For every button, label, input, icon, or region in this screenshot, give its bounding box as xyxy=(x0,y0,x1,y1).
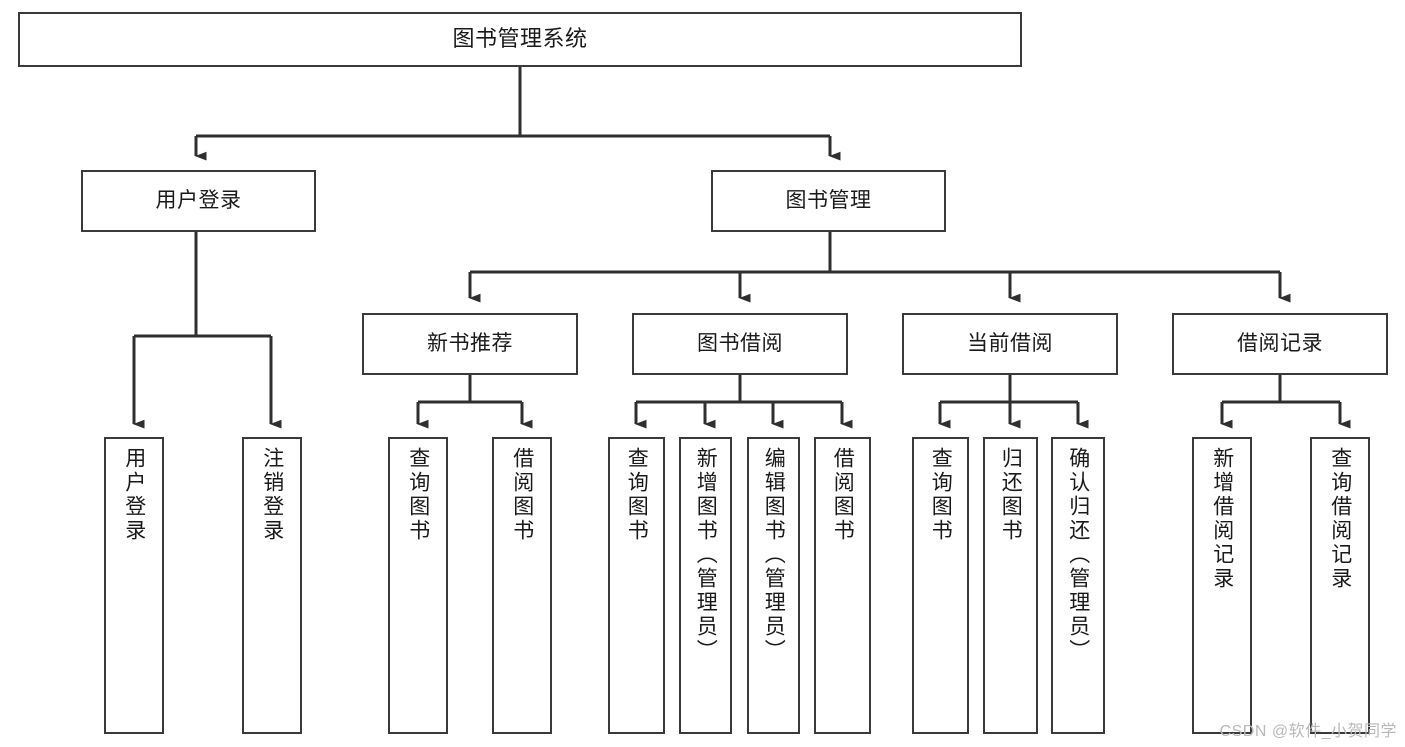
node-label: 图书借阅 xyxy=(697,331,783,355)
node-leaf-borrow-book-borrow[interactable]: 借阅图书 xyxy=(814,437,871,734)
node-book-management[interactable]: 图书管理 xyxy=(711,170,946,232)
node-leaf-query-book-borrow[interactable]: 查询图书 xyxy=(608,437,665,734)
node-leaf-add-borrow-record[interactable]: 新增借阅记录 xyxy=(1192,437,1252,734)
node-label: 新增图书（管理员） xyxy=(694,447,718,663)
node-book-borrow[interactable]: 图书借阅 xyxy=(632,313,848,375)
node-current-borrow[interactable]: 当前借阅 xyxy=(902,313,1118,375)
node-leaf-return-book[interactable]: 归还图书 xyxy=(983,437,1038,734)
node-leaf-confirm-return-admin[interactable]: 确认归还（管理员） xyxy=(1051,437,1105,734)
node-leaf-borrow-book-recommend[interactable]: 借阅图书 xyxy=(492,437,552,734)
node-label: 查询借阅记录 xyxy=(1328,447,1352,591)
node-leaf-add-book-admin[interactable]: 新增图书（管理员） xyxy=(679,437,732,734)
node-label: 确认归还（管理员） xyxy=(1066,447,1090,663)
node-leaf-query-book-current[interactable]: 查询图书 xyxy=(912,437,969,734)
node-borrow-record[interactable]: 借阅记录 xyxy=(1172,313,1388,375)
node-label: 图书管理系统 xyxy=(452,26,588,52)
node-label: 借阅记录 xyxy=(1237,331,1323,355)
node-new-book-recommend[interactable]: 新书推荐 xyxy=(362,313,578,375)
node-label: 借阅图书 xyxy=(510,447,534,543)
node-label: 查询图书 xyxy=(406,447,430,543)
node-label: 借阅图书 xyxy=(831,447,855,543)
node-label: 用户登录 xyxy=(155,188,242,212)
node-label: 新增借阅记录 xyxy=(1210,447,1234,591)
node-label: 注销登录 xyxy=(260,447,284,543)
node-leaf-query-book-recommend[interactable]: 查询图书 xyxy=(388,437,448,734)
node-label: 编辑图书（管理员） xyxy=(762,447,786,663)
node-leaf-user-login[interactable]: 用户登录 xyxy=(104,437,164,734)
node-user-login[interactable]: 用户登录 xyxy=(81,170,316,232)
node-label: 图书管理 xyxy=(785,188,872,212)
node-label: 查询图书 xyxy=(929,447,953,543)
node-leaf-query-borrow-record[interactable]: 查询借阅记录 xyxy=(1310,437,1370,734)
node-root-book-management-system[interactable]: 图书管理系统 xyxy=(18,12,1022,67)
node-leaf-edit-book-admin[interactable]: 编辑图书（管理员） xyxy=(747,437,800,734)
node-label: 用户登录 xyxy=(122,447,146,543)
node-label: 当前借阅 xyxy=(967,331,1053,355)
csdn-watermark: CSDN @软件_小贺同学 xyxy=(1219,723,1397,740)
node-label: 新书推荐 xyxy=(427,331,513,355)
node-label: 归还图书 xyxy=(999,447,1023,543)
node-leaf-logout-login[interactable]: 注销登录 xyxy=(242,437,302,734)
node-label: 查询图书 xyxy=(625,447,649,543)
